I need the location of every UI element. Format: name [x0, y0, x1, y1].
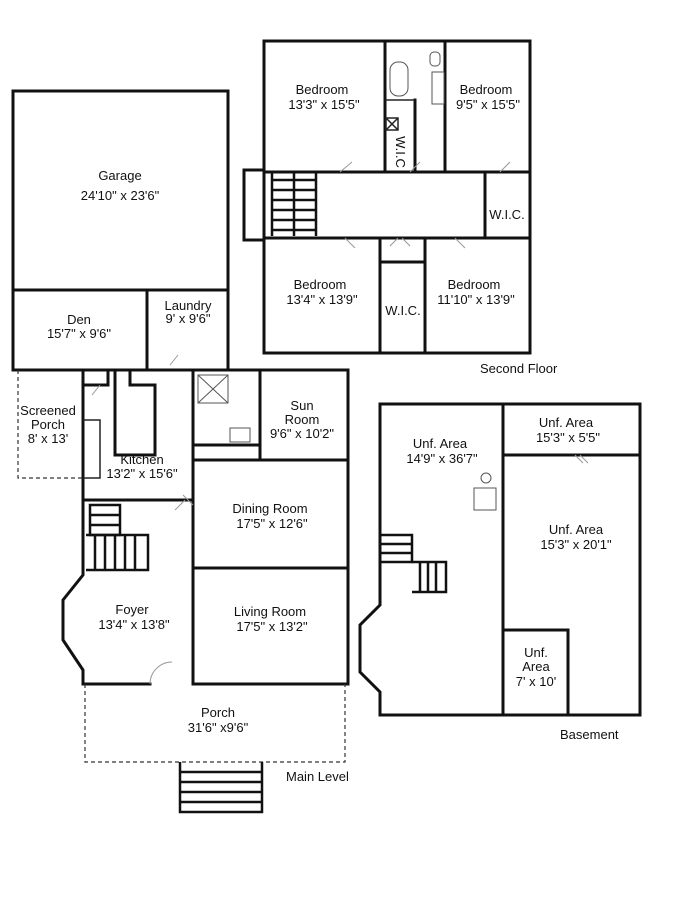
den-size: 15'7" x 9'6" [47, 326, 111, 341]
kitchen-peninsula [83, 419, 101, 479]
toilet-icon [429, 51, 441, 67]
fridge-icon [197, 374, 229, 404]
kitchen-size: 13'2" x 15'6" [106, 466, 178, 481]
bedroom-nw-size: 13'3" x 15'5" [288, 97, 360, 112]
bedroom-se-name: Bedroom [448, 277, 501, 292]
basement-unf-main-size: 14'9" x 36'7" [406, 451, 478, 466]
main-level-stairs [86, 503, 150, 572]
kitchen-name: Kitchen [120, 452, 163, 467]
second-floor-stairs [270, 172, 318, 236]
fridge-x-icon [197, 374, 229, 404]
screened-porch-size: 8' x 13' [28, 431, 68, 446]
basement-unf-mid-size: 15'3" x 20'1" [540, 537, 612, 552]
chimney-box-icon [385, 117, 399, 131]
garage-size: 24'10" x 23'6" [81, 188, 160, 203]
basement-unf-top-name: Unf. Area [539, 415, 594, 430]
porch-name: Porch [201, 705, 235, 720]
foyer-name: Foyer [115, 602, 149, 617]
water-heater-icon [480, 472, 492, 484]
door-swing-icon [91, 354, 194, 685]
door-swing-icon [339, 161, 511, 249]
chimney-x-icon [385, 117, 399, 131]
living-room-name: Living Room [234, 604, 306, 619]
second-floor-plan: Bedroom 13'3" x 15'5" Bedroom 9'5" x 15'… [242, 39, 558, 376]
sink-icon [229, 427, 251, 443]
screened-porch-name-2: Porch [31, 417, 65, 432]
porch-steps [178, 762, 264, 814]
sun-room-size: 9'6" x 10'2" [270, 426, 334, 441]
dining-room-size: 17'5" x 12'6" [236, 516, 308, 531]
bedroom-sw-size: 13'4" x 13'9" [286, 292, 358, 307]
wic-middle-label: W.I.C. [385, 303, 420, 318]
basement-unf-small-name-2: Area [522, 659, 550, 674]
garage-name: Garage [98, 168, 141, 183]
second-floor-stair-bay [242, 168, 266, 242]
vanity-icon [431, 71, 445, 105]
furnace-icon [473, 487, 497, 511]
bedroom-ne-size: 9'5" x 15'5" [456, 97, 520, 112]
laundry-name: Laundry [165, 298, 212, 313]
dining-room-name: Dining Room [232, 501, 307, 516]
basement-unf-mid-name: Unf. Area [549, 522, 604, 537]
main-house-walls [61, 368, 350, 686]
wic-east-label: W.I.C. [489, 207, 524, 222]
basement-outer-wall [358, 402, 642, 717]
bedroom-se-size: 11'10" x 13'9" [437, 292, 515, 307]
laundry-size: 9' x 9'6" [166, 311, 211, 326]
basement-unf-main-name: Unf. Area [413, 436, 468, 451]
foyer-size: 13'4" x 13'8" [98, 617, 170, 632]
basement-stairs [380, 533, 448, 594]
basement-title: Basement [560, 727, 619, 742]
bedroom-sw-name: Bedroom [294, 277, 347, 292]
pantry-walls [191, 443, 262, 462]
sun-room-name-1: Sun [290, 398, 313, 413]
basement-unf-small-size: 7' x 10' [516, 674, 556, 689]
basement-small-area-walls [501, 628, 570, 717]
bedroom-ne-name: Bedroom [460, 82, 513, 97]
porch-outline [84, 684, 346, 763]
main-level-plan: Garage 24'10" x 23'6" Den 15'7" x 9'6" L… [11, 89, 350, 814]
sun-room-name-2: Room [285, 412, 320, 427]
bathtub-icon [389, 61, 409, 97]
kitchen-counter-walls [81, 368, 157, 457]
main-level-title: Main Level [286, 769, 349, 784]
screened-porch-name-1: Screened [20, 403, 76, 418]
bedroom-nw-name: Bedroom [296, 82, 349, 97]
basement-unf-top-size: 15'3" x 5'5" [536, 430, 600, 445]
door-swing-icon [574, 454, 589, 464]
basement-plan: Unf. Area 14'9" x 36'7" Unf. Area 15'3" … [358, 402, 642, 742]
basement-unf-small-name-1: Unf. [524, 645, 548, 660]
second-floor-title: Second Floor [480, 361, 558, 376]
wic-vertical-label: W.I.C [393, 136, 408, 168]
den-name: Den [67, 312, 91, 327]
living-room-size: 17'5" x 13'2" [236, 619, 308, 634]
porch-size: 31'6" x9'6" [188, 720, 249, 735]
second-floor-outer-wall [262, 39, 532, 355]
